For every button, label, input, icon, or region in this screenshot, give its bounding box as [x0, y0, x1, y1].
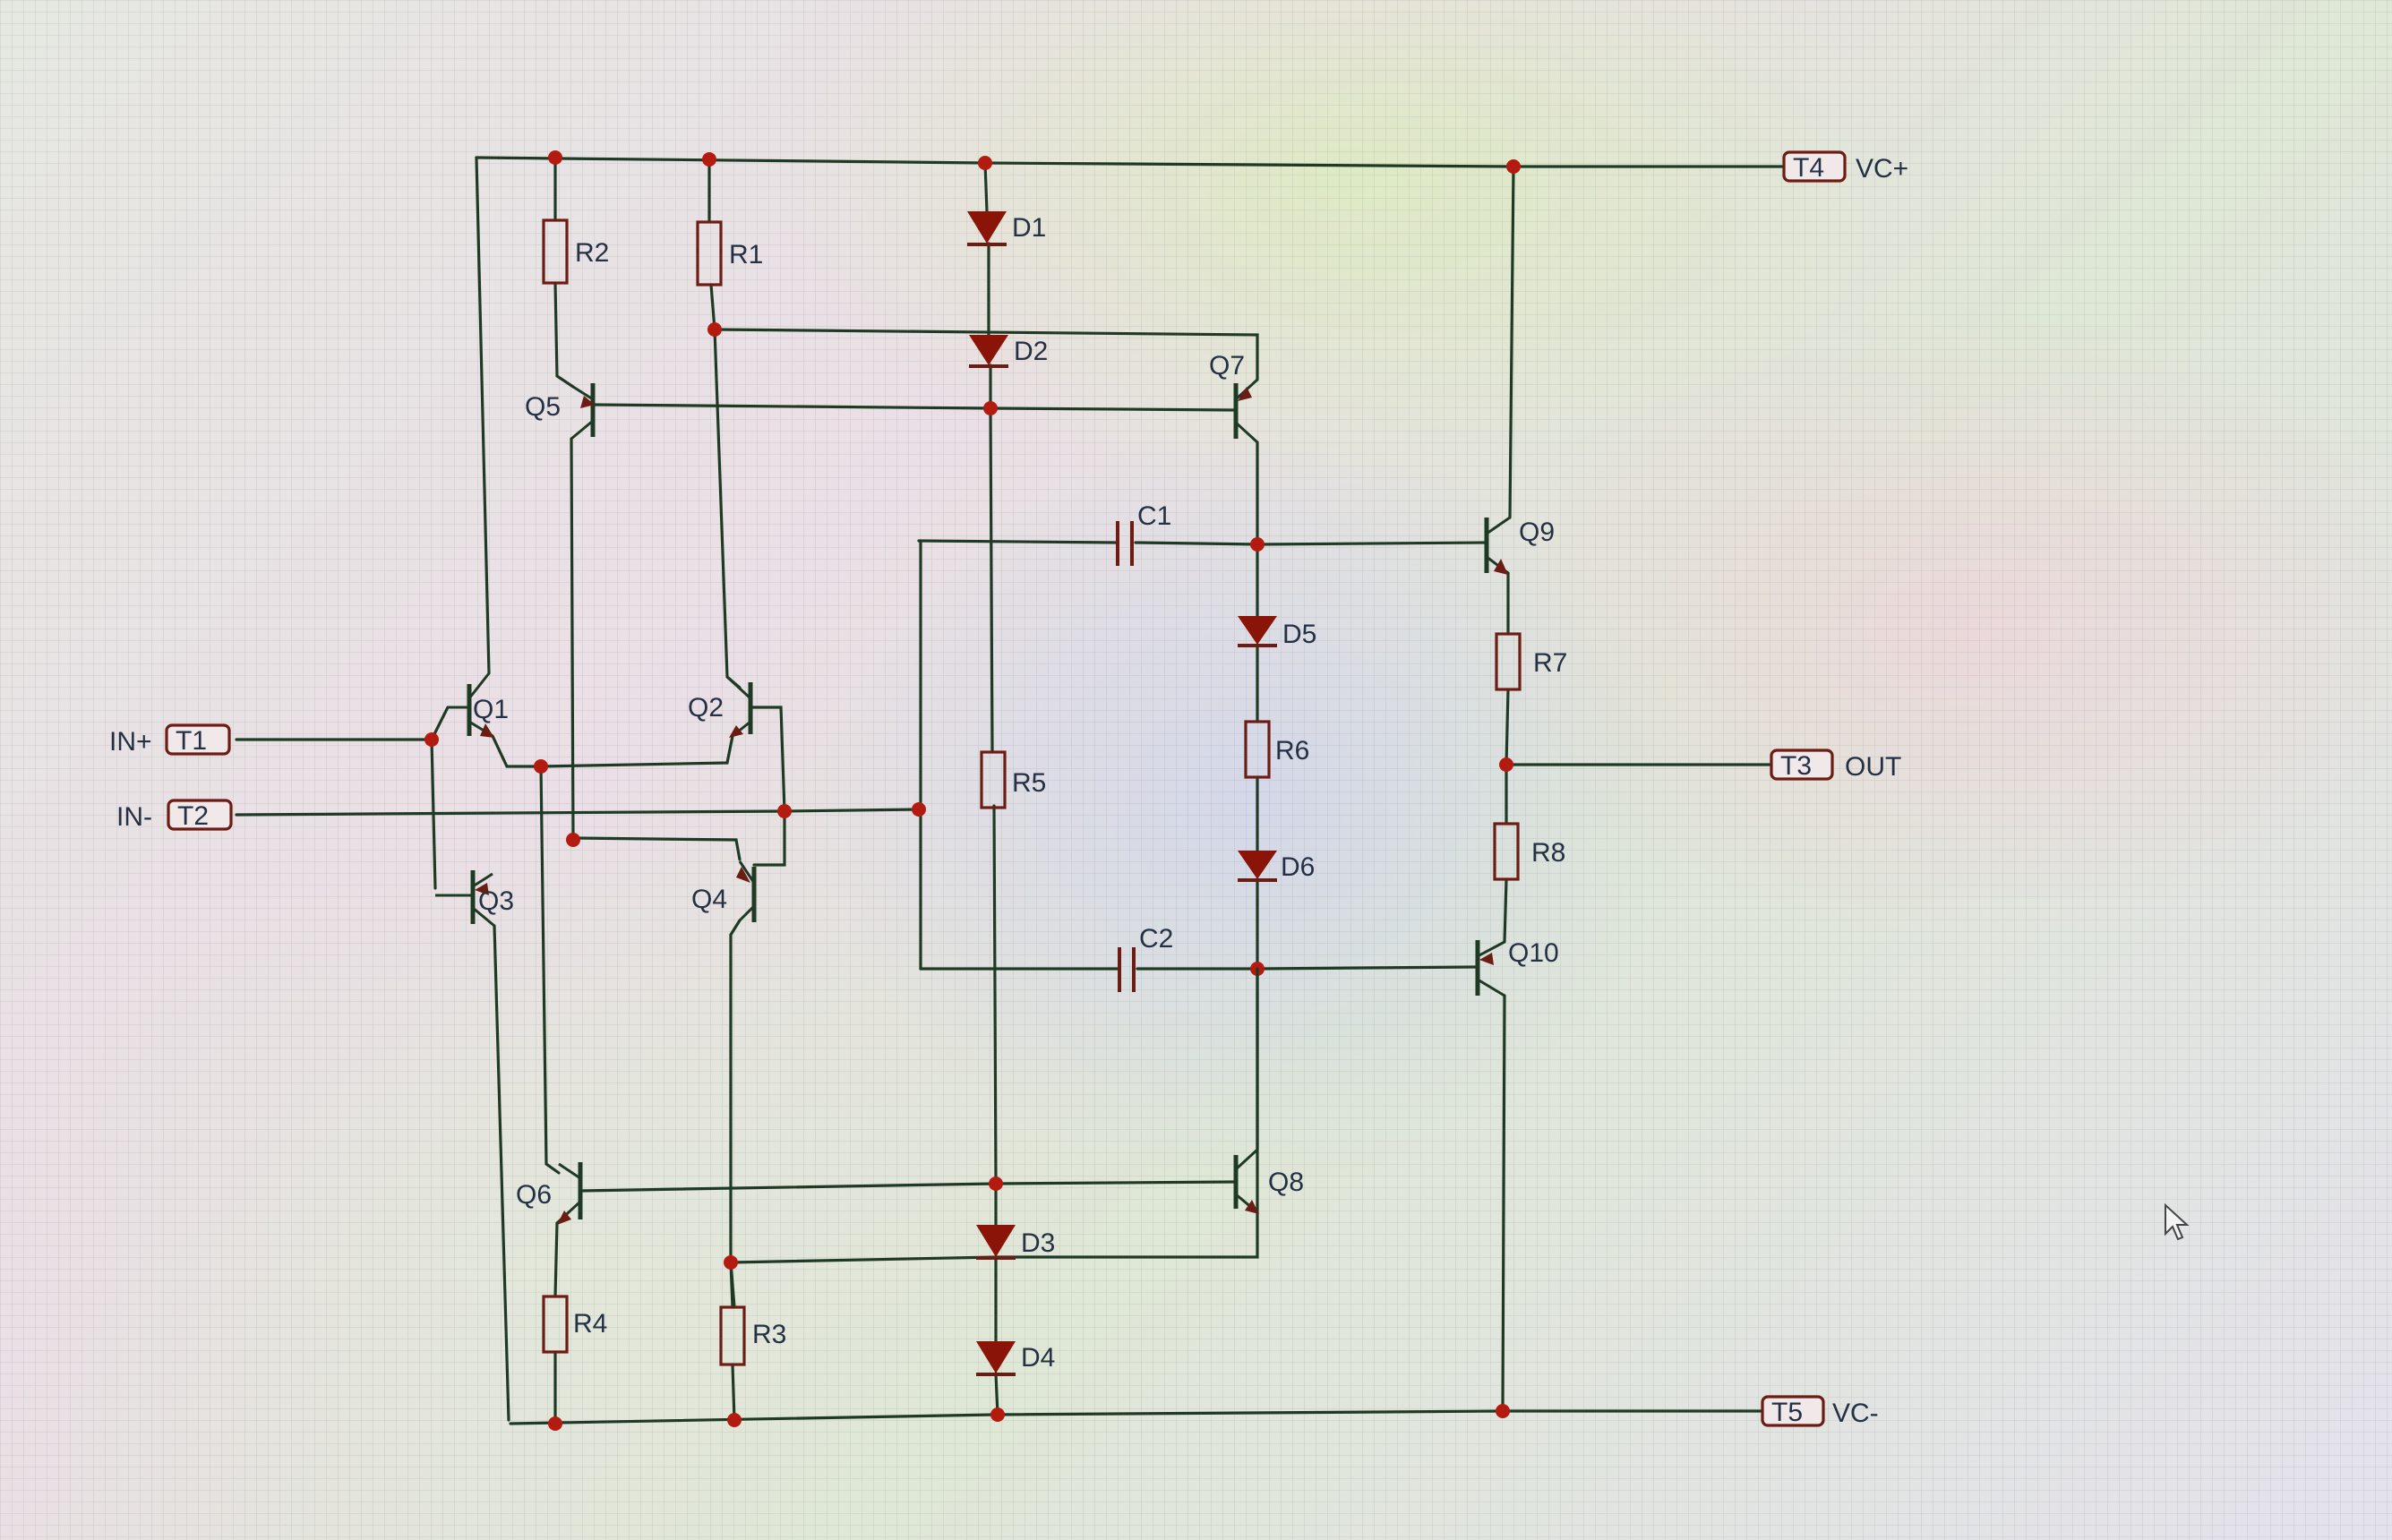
svg-text:D3: D3	[1021, 1228, 1055, 1258]
svg-text:D5: D5	[1282, 620, 1316, 649]
svg-text:T2: T2	[177, 801, 209, 831]
svg-text:R8: R8	[1531, 838, 1565, 868]
svg-text:Q2: Q2	[688, 693, 724, 723]
terminal-t4-vc-plus: T4 VC+	[1782, 150, 1908, 184]
svg-text:Q6: Q6	[516, 1180, 552, 1210]
svg-text:Q5: Q5	[525, 392, 561, 422]
resistor-r7: R7	[1495, 632, 1567, 691]
svg-text:R6: R6	[1275, 736, 1309, 766]
svg-text:C1: C1	[1137, 501, 1171, 531]
svg-text:Q8: Q8	[1268, 1168, 1304, 1197]
svg-text:D4: D4	[1021, 1343, 1055, 1373]
resistor-r3: R3	[719, 1305, 786, 1366]
transistor-q5: Q5	[525, 383, 596, 441]
transistor-q3: Q3	[435, 870, 514, 928]
resistor-r6: R6	[1244, 720, 1309, 779]
diode-d1: D1	[967, 211, 1046, 246]
transistor-q4: Q4	[691, 860, 757, 922]
resistor-r1: R1	[696, 220, 763, 287]
svg-text:Q4: Q4	[691, 885, 727, 914]
mouse-pointer-icon	[2165, 1202, 2190, 1241]
terminal-t1-in-plus: IN+ T1	[109, 723, 231, 757]
diode-d4: D4	[976, 1341, 1055, 1376]
svg-text:VC+: VC+	[1856, 154, 1908, 184]
svg-text:Q3: Q3	[478, 886, 514, 916]
svg-text:T5: T5	[1771, 1398, 1803, 1427]
svg-text:T4: T4	[1793, 153, 1824, 183]
resistor-r5: R5	[980, 750, 1046, 809]
svg-text:Q9: Q9	[1519, 518, 1555, 547]
svg-text:T1: T1	[176, 726, 207, 756]
svg-text:IN+: IN+	[109, 727, 152, 757]
capacitor-c1: C1	[1116, 501, 1171, 566]
svg-text:D2: D2	[1014, 337, 1048, 366]
svg-text:R5: R5	[1012, 768, 1046, 798]
svg-text:R7: R7	[1533, 648, 1567, 678]
svg-text:D1: D1	[1012, 213, 1046, 243]
svg-text:R1: R1	[729, 240, 763, 270]
transistor-q6: Q6	[516, 1162, 583, 1225]
diode-d2: D2	[969, 335, 1048, 368]
transistor-q7: Q7	[1209, 351, 1259, 444]
svg-text:T3: T3	[1780, 751, 1812, 781]
transistor-q10: Q10	[1475, 938, 1559, 997]
transistor-q8: Q8	[1233, 1148, 1304, 1214]
svg-text:D6: D6	[1281, 852, 1315, 882]
svg-text:OUT: OUT	[1845, 752, 1901, 782]
terminal-t3-out: T3 OUT	[1770, 749, 1901, 782]
svg-text:IN-: IN-	[116, 802, 152, 832]
terminal-t2-in-minus: IN- T2	[116, 799, 233, 832]
svg-text:Q7: Q7	[1209, 351, 1245, 381]
resistor-r4: R4	[542, 1295, 607, 1354]
terminal-t5-vc-minus: T5 VC-	[1761, 1395, 1879, 1428]
junction-nodes	[424, 150, 1521, 1431]
svg-text:Q1: Q1	[473, 695, 509, 724]
diode-d6: D6	[1238, 851, 1315, 882]
svg-text:R3: R3	[752, 1320, 786, 1349]
resistor-r8: R8	[1493, 822, 1565, 881]
svg-text:R2: R2	[575, 238, 609, 268]
resistor-r2: R2	[542, 218, 609, 285]
transistor-q2: Q2	[688, 675, 753, 738]
svg-text:Q10: Q10	[1508, 938, 1559, 968]
svg-text:C2: C2	[1139, 924, 1173, 954]
diode-d3: D3	[976, 1225, 1055, 1260]
transistor-q1: Q1	[448, 672, 509, 738]
capacitor-c2: C2	[1118, 924, 1173, 992]
svg-text:R4: R4	[573, 1309, 607, 1339]
svg-text:VC-: VC-	[1832, 1399, 1879, 1428]
diode-d5: D5	[1238, 616, 1316, 649]
transistor-q9: Q9	[1484, 516, 1555, 575]
